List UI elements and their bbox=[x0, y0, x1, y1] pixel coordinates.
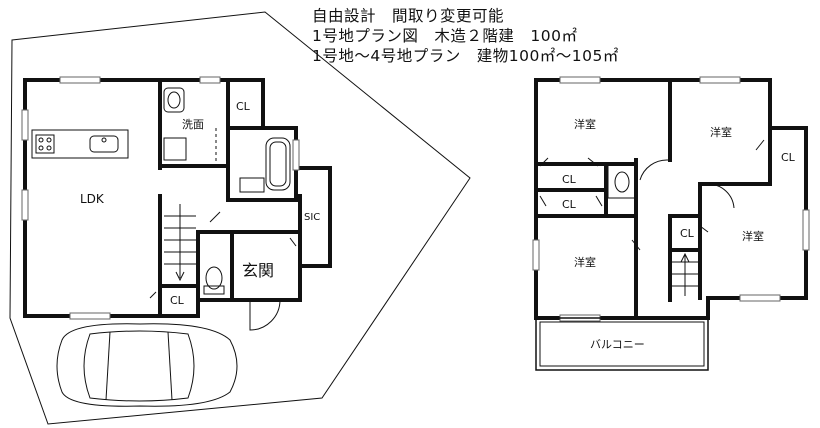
stove-icon bbox=[35, 134, 55, 154]
bathtub-icon bbox=[265, 137, 291, 191]
sic-label: SIC bbox=[304, 212, 320, 223]
room-top-right-label: 洋室 bbox=[710, 125, 732, 139]
window-ldk-left-2 bbox=[21, 189, 29, 221]
room-bottom-right-label: 洋室 bbox=[742, 229, 764, 243]
header-line-1: 自由設計 間取り変更可能 bbox=[312, 7, 505, 25]
kitchen-counter bbox=[31, 129, 129, 159]
washing-machine-icon bbox=[163, 137, 187, 161]
sink-icon bbox=[89, 135, 119, 153]
lot-boundary bbox=[9, 11, 471, 425]
sic-wall bbox=[298, 166, 332, 268]
toilet-icon-f2 bbox=[614, 171, 630, 193]
window-f2-left bbox=[532, 239, 540, 271]
window-f2-top-2 bbox=[699, 76, 741, 84]
stairs-floor1 bbox=[164, 204, 196, 282]
cl-bottom-label: CL bbox=[170, 294, 185, 307]
toilet-room-f2 bbox=[607, 163, 637, 199]
washroom-label: 洗面 bbox=[182, 118, 204, 131]
cl-mid1-label: CL bbox=[562, 173, 577, 186]
cl-right-label: CL bbox=[781, 151, 796, 164]
window-wash-top bbox=[199, 76, 221, 84]
window-f2-bottom bbox=[739, 294, 781, 302]
door-swing-f2-1 bbox=[639, 159, 669, 181]
window-bath bbox=[292, 139, 300, 171]
window-ldk-bottom bbox=[69, 312, 111, 320]
entrance-label: 玄関 bbox=[242, 261, 274, 280]
cl-small-label: CL bbox=[680, 227, 695, 240]
wash-basin-icon bbox=[163, 87, 185, 113]
toilet-icon bbox=[205, 266, 223, 290]
header-line-3: 1号地～4号地プラン 建物100㎡～105㎡ bbox=[312, 47, 619, 65]
entrance-door-swing bbox=[249, 299, 281, 331]
door-swing-f2-2 bbox=[707, 183, 735, 209]
room-bottom-left-label: 洋室 bbox=[574, 255, 596, 269]
room-top-left-label: 洋室 bbox=[574, 117, 596, 131]
shower-icon bbox=[239, 177, 265, 193]
balcony-area bbox=[535, 317, 709, 371]
window-ldk-left-1 bbox=[21, 109, 29, 141]
header-line-2: 1号地プラン図 木造２階建 100㎡ bbox=[312, 27, 578, 45]
floor2-plan: 洋室 洋室 CL CL CL 洋室 CL 洋室 バルコニー bbox=[532, 76, 810, 371]
window-f2-top-1 bbox=[559, 76, 601, 84]
plan-header: 自由設計 間取り変更可能 1号地プラン図 木造２階建 100㎡ 1号地～4号地プ… bbox=[312, 6, 619, 66]
cl-mid2-label: CL bbox=[562, 198, 577, 211]
floor1-plan: LDK 洗面 CL SIC 玄関 CL bbox=[9, 11, 471, 425]
floor1-outer-wall bbox=[23, 78, 302, 318]
ldk-label: LDK bbox=[80, 192, 105, 206]
stairs-floor2 bbox=[672, 252, 698, 296]
car-icon bbox=[56, 323, 238, 407]
balcony-label: バルコニー bbox=[590, 338, 645, 351]
cl-top-label: CL bbox=[236, 100, 251, 113]
window-f2-right bbox=[802, 209, 810, 251]
window-ldk-top bbox=[59, 76, 101, 84]
